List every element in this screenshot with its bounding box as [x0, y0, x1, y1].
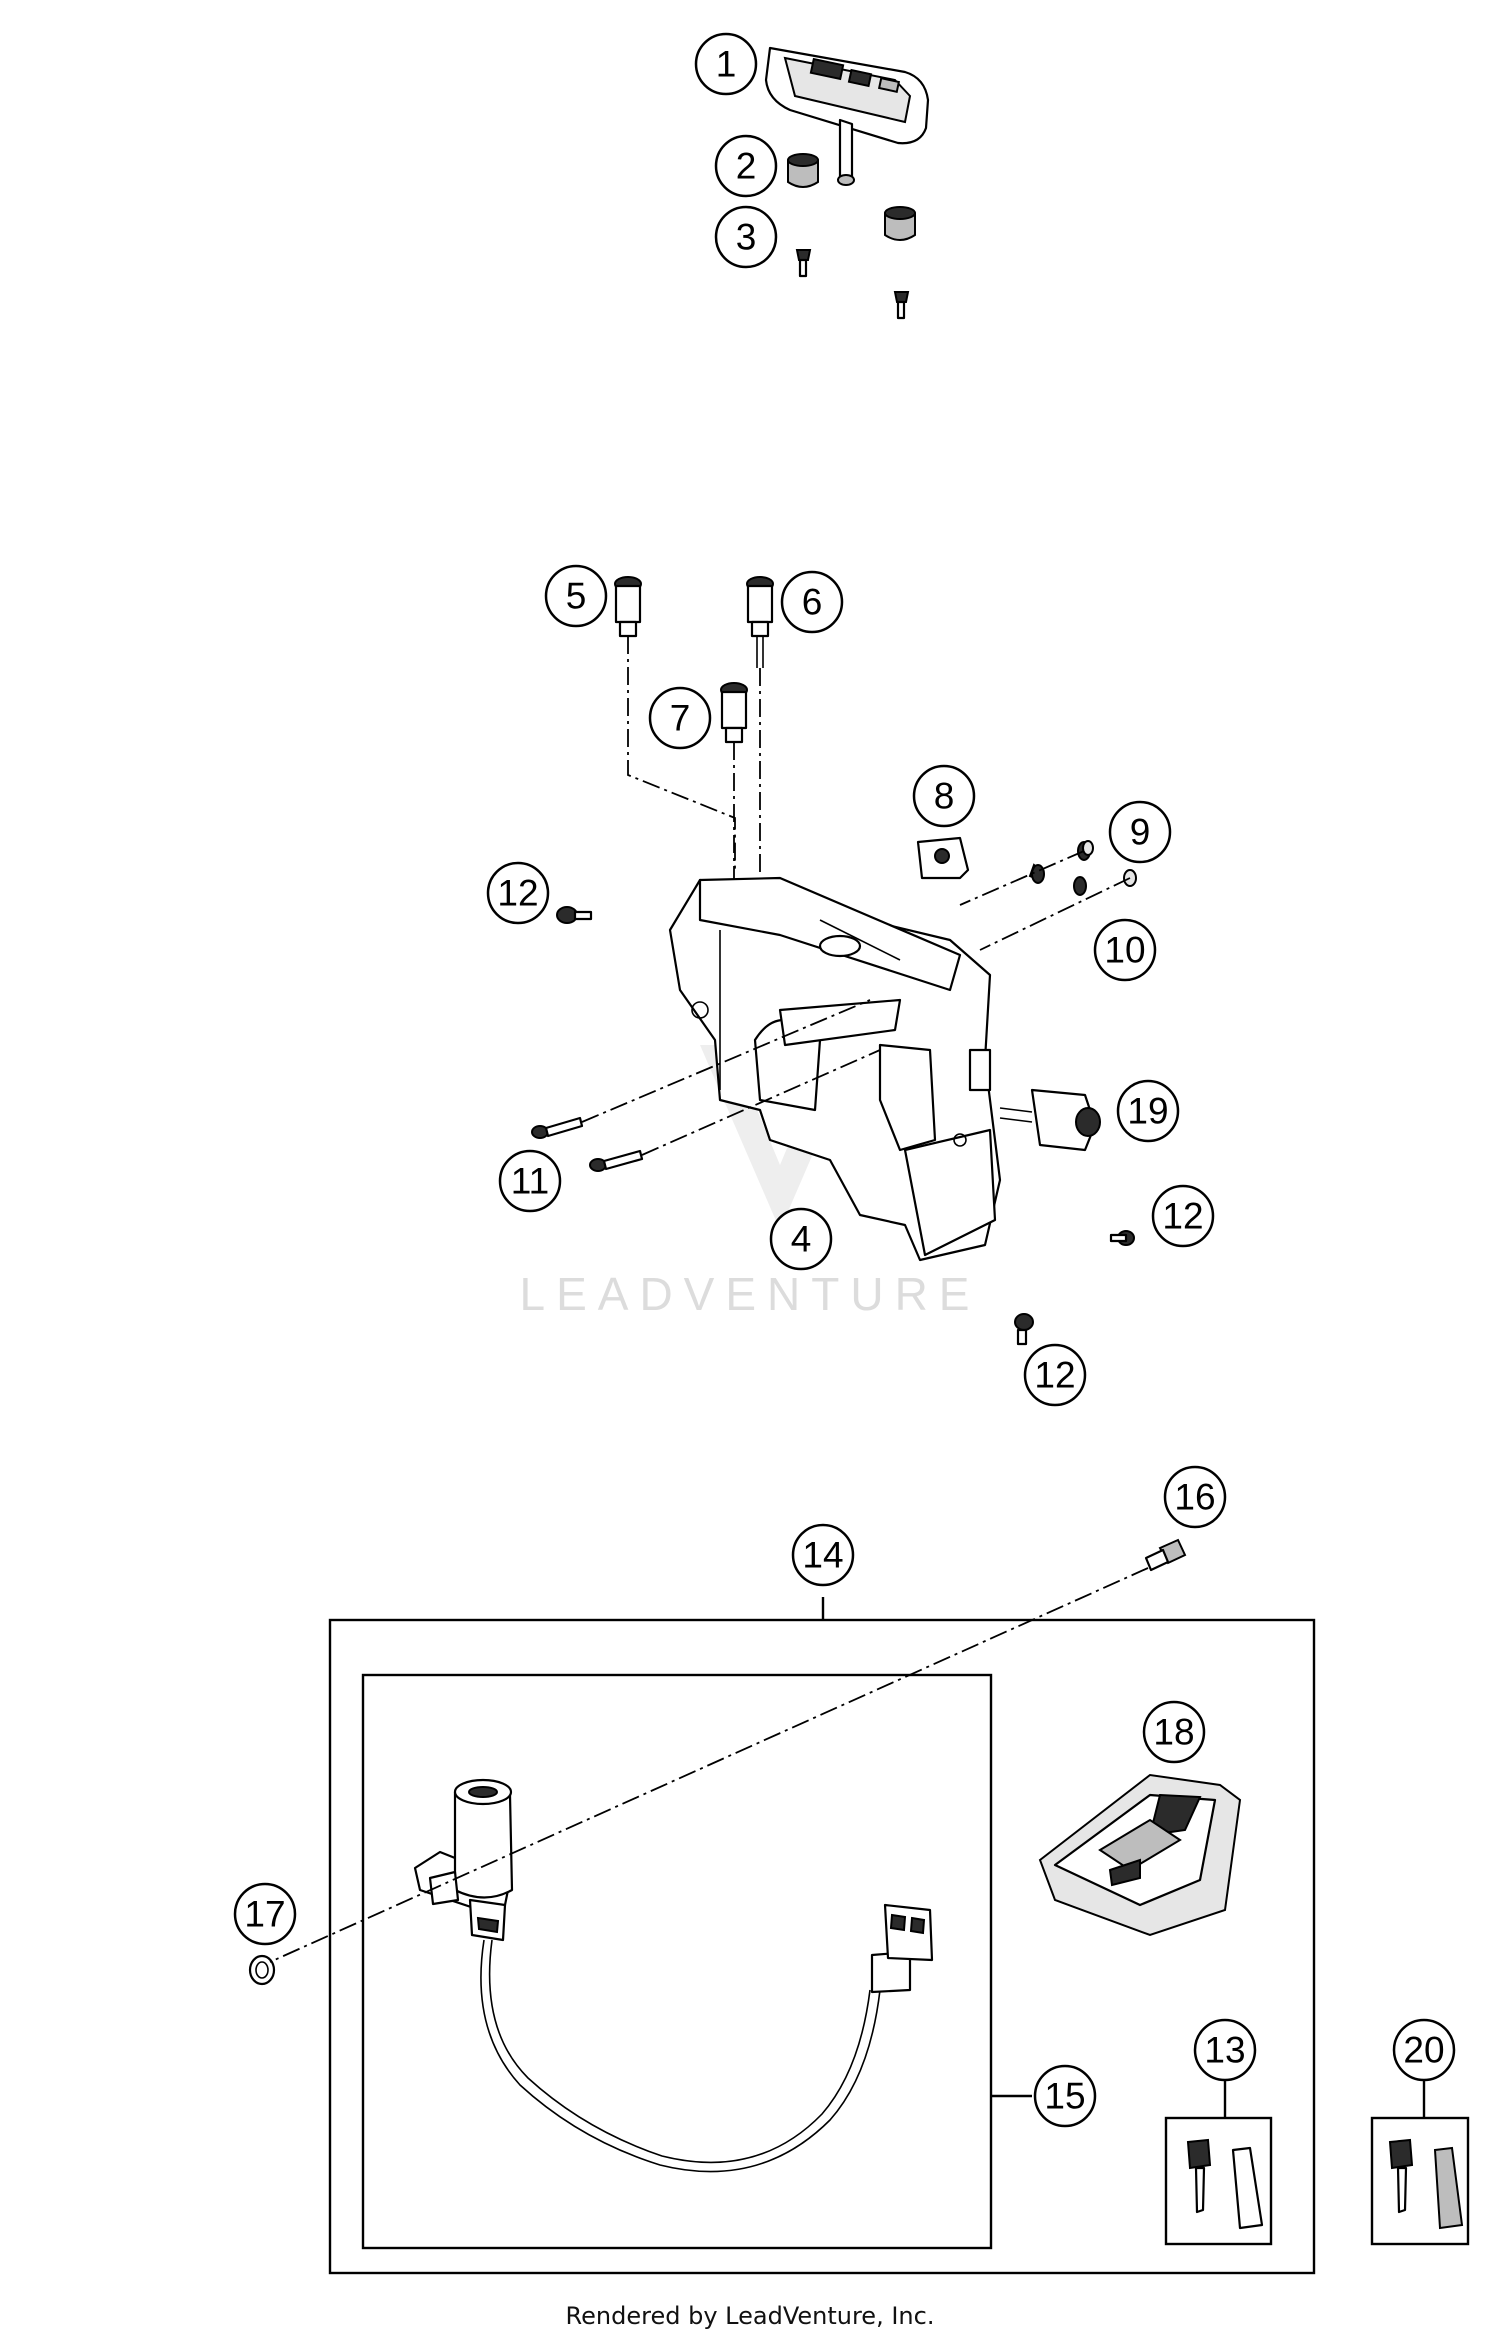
screw	[1144, 1538, 1187, 1572]
key-frame	[1164, 2116, 1273, 2246]
clip-connector	[916, 836, 970, 880]
callout-19: 19	[1116, 1079, 1180, 1143]
callout-14: 14	[791, 1523, 855, 1587]
push-button	[614, 576, 774, 744]
svg-text:20: 20	[1403, 2030, 1444, 2071]
callout-12: 12	[486, 861, 550, 925]
assembly-line	[979, 877, 1131, 951]
callout-18: 18	[1142, 1700, 1206, 1764]
key-frame	[1370, 2116, 1470, 2246]
svg-text:2: 2	[736, 146, 757, 187]
rubber-grommet	[787, 153, 916, 241]
svg-text:12: 12	[497, 873, 538, 914]
svg-text:9: 9	[1130, 812, 1151, 853]
callout-13: 13	[1193, 2018, 1257, 2082]
footer-credit: Rendered by LeadVenture, Inc.	[565, 2302, 935, 2330]
speedometer-display	[764, 46, 930, 186]
assembly-line	[581, 999, 871, 1123]
rocker-switch	[999, 1088, 1101, 1152]
key-pair	[1186, 2138, 1464, 2230]
svg-text:17: 17	[244, 1894, 285, 1935]
svg-text:15: 15	[1044, 2076, 1085, 2117]
watermark-text: LEADVENTURE	[520, 1268, 981, 1320]
bolt	[531, 1116, 644, 1172]
kit-frame-inner	[361, 1673, 993, 2250]
svg-text:18: 18	[1153, 1712, 1194, 1753]
callout-9: 9	[1108, 800, 1172, 864]
callout-16: 16	[1163, 1465, 1227, 1529]
svg-text:11: 11	[511, 1161, 549, 1202]
callout-12: 12	[1023, 1343, 1087, 1407]
svg-text:4: 4	[791, 1219, 812, 1260]
svg-text:19: 19	[1127, 1091, 1168, 1132]
svg-text:7: 7	[670, 698, 691, 739]
o-ring	[248, 1954, 276, 1986]
callout-7: 7	[648, 686, 712, 750]
ignition-lock	[413, 1778, 934, 2173]
callout-2: 2	[714, 134, 778, 198]
svg-text:14: 14	[802, 1535, 843, 1576]
key-fob	[1038, 1773, 1242, 1937]
svg-text:3: 3	[736, 217, 757, 258]
callout-15: 15	[1033, 2064, 1097, 2128]
assembly-line	[627, 636, 736, 870]
screw	[556, 906, 1135, 1346]
callout-11: 11	[498, 1149, 562, 1213]
callout-10: 10	[1093, 918, 1157, 982]
callout-8: 8	[912, 764, 976, 828]
svg-text:16: 16	[1174, 1477, 1215, 1518]
svg-text:13: 13	[1204, 2030, 1245, 2071]
svg-text:8: 8	[934, 776, 955, 817]
callout-20: 20	[1392, 2018, 1456, 2082]
callout-1: 1	[694, 32, 758, 96]
callout-6: 6	[780, 570, 844, 634]
o-ring-inner	[255, 1961, 269, 1979]
svg-text:5: 5	[566, 576, 587, 617]
callout-17: 17	[233, 1882, 297, 1946]
svg-text:12: 12	[1034, 1355, 1075, 1396]
svg-text:10: 10	[1104, 930, 1145, 971]
svg-text:1: 1	[716, 44, 737, 85]
callout-4: 4	[769, 1207, 833, 1271]
assembly-line	[959, 850, 1085, 906]
callout-5: 5	[544, 564, 608, 628]
assembly-line	[269, 1567, 1149, 1963]
svg-text:12: 12	[1162, 1196, 1203, 1237]
callout-12: 12	[1151, 1184, 1215, 1248]
svg-text:6: 6	[802, 582, 823, 623]
screw	[795, 249, 910, 320]
assembly-line	[641, 1049, 881, 1156]
callout-3: 3	[714, 205, 778, 269]
